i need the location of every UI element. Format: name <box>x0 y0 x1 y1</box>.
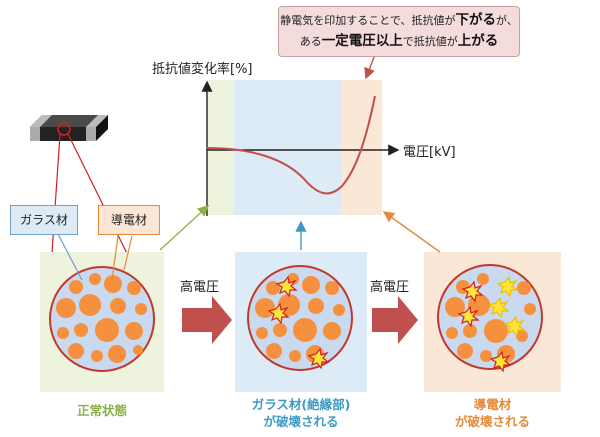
circle-conductor-broken <box>437 264 543 370</box>
high-voltage-label-1: 高電圧 <box>180 280 220 295</box>
conductor-label: 導電材 <box>98 205 160 235</box>
callout-line-2: ある一定電圧以上で抵抗値が上がる <box>299 33 499 49</box>
resistance-curve <box>206 95 376 195</box>
graph-zone-glass <box>234 80 342 215</box>
process-arrow-2 <box>372 296 418 344</box>
callout-line-1: 静電気を印加することで、抵抗値が下がるが、 <box>280 12 518 28</box>
spark-icon <box>267 302 290 325</box>
caption-glass-broken: ガラス材(絶縁部) が破壊される <box>251 397 351 429</box>
spark-icon <box>503 315 526 338</box>
spark-icon <box>461 280 484 303</box>
caption-normal: 正常状態 <box>76 403 127 418</box>
conductor-to-graph-arrow <box>382 211 441 253</box>
circle-glass-broken <box>247 265 353 371</box>
callout-box: 静電気を印加することで、抵抗値が下がるが、 ある一定電圧以上で抵抗値が上がる <box>278 6 520 57</box>
conductor-label-pointer-1 <box>111 235 119 281</box>
x-axis-label: 電圧[kV] <box>403 145 456 160</box>
caption-conductor-broken: 導電材 が破壊される <box>454 397 530 429</box>
spark-icon <box>496 275 519 298</box>
conductor-label-pointer-2 <box>123 235 133 271</box>
spark-icon <box>307 347 330 370</box>
high-voltage-label-2: 高電圧 <box>370 280 410 295</box>
glass-label: ガラス材 <box>10 205 78 235</box>
glass-label-pointer <box>57 233 83 281</box>
process-arrow-1 <box>182 296 232 344</box>
normal-to-graph-arrow <box>159 205 210 251</box>
spark-icon <box>275 275 298 298</box>
circle-normal <box>49 266 155 372</box>
spark-icon <box>457 305 480 328</box>
y-axis-label: 抵抗値変化率[%] <box>152 62 253 77</box>
spark-icon <box>489 350 512 373</box>
spark-icon <box>487 296 510 319</box>
chip-resistor-icon <box>30 115 108 141</box>
